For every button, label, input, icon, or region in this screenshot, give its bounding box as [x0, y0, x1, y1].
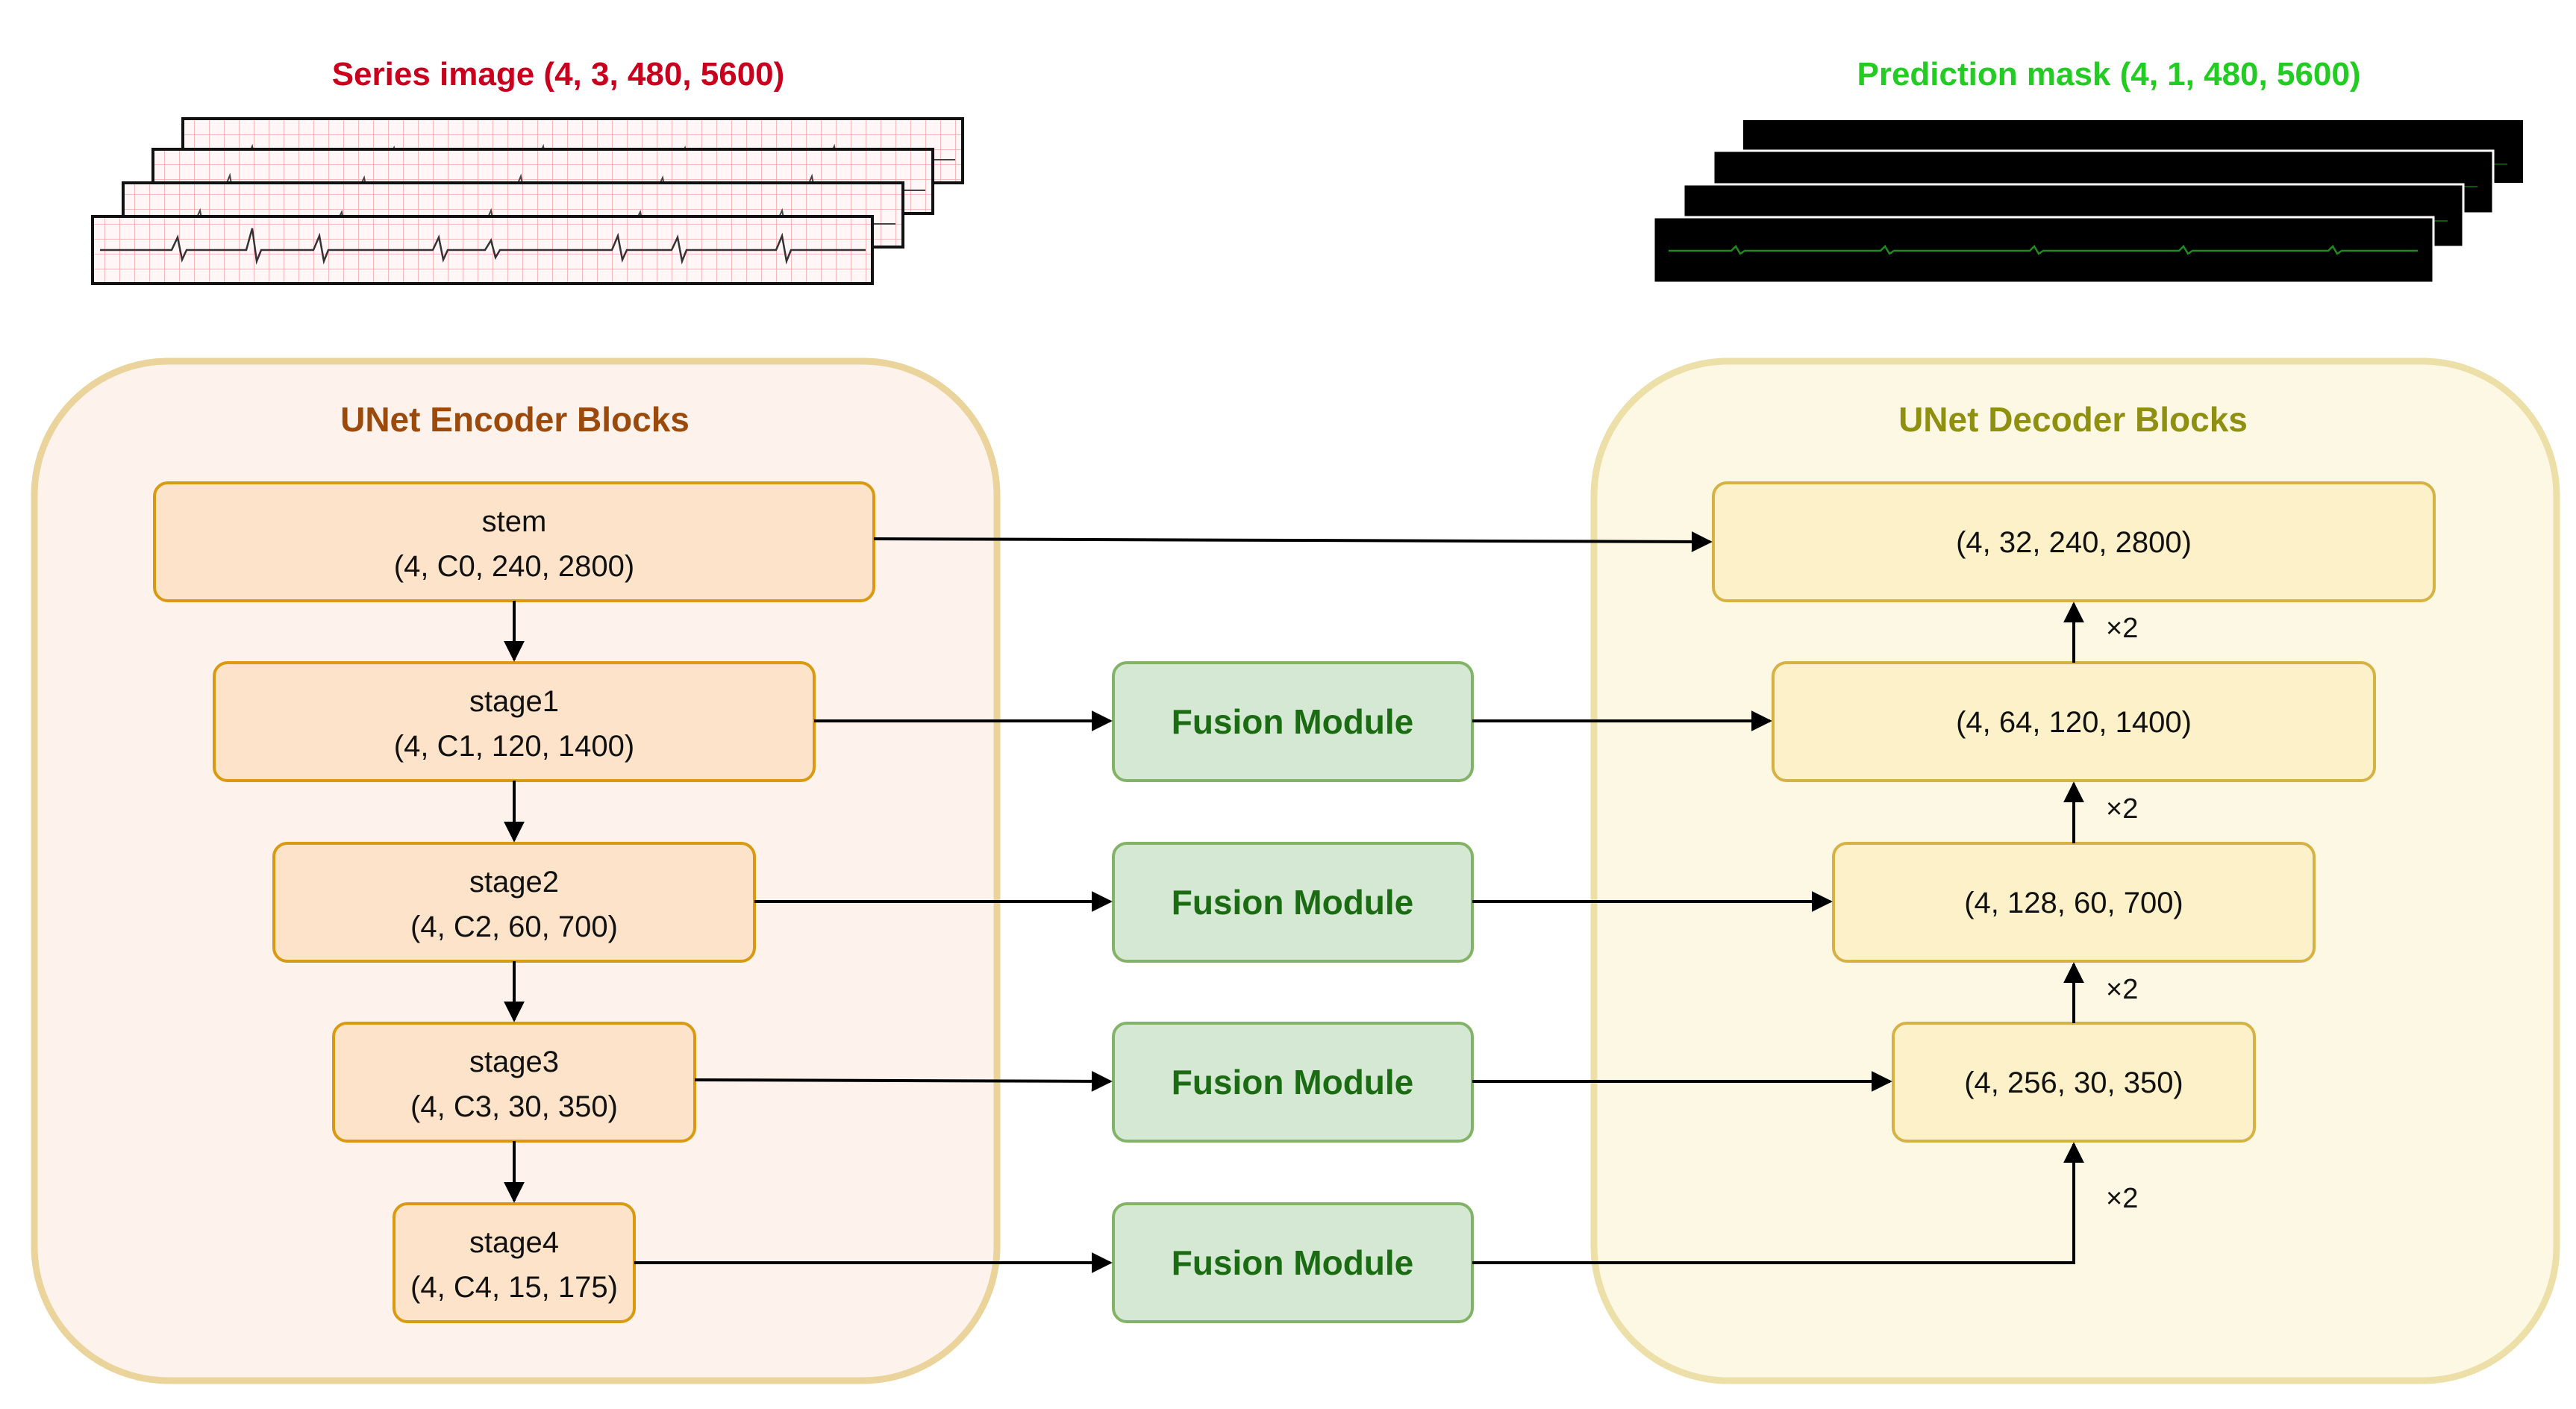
- encoder-block-name: stage4: [469, 1226, 559, 1259]
- encoder-panel-title: UNet Encoder Blocks: [340, 400, 690, 439]
- decoder-up-arrows: [1472, 602, 2084, 1264]
- fusion-module-1: Fusion Module: [1112, 661, 1474, 782]
- decoder-block-1: (4, 32, 240, 2800): [1712, 481, 2436, 602]
- encoder-block-stage3: stage3 (4, C3, 30, 350): [332, 1022, 696, 1143]
- fusion-module-4: Fusion Module: [1112, 1202, 1474, 1323]
- encoder-block-name: stage1: [469, 685, 559, 718]
- encoder-block-stage4: stage4 (4, C4, 15, 175): [393, 1202, 636, 1323]
- mask-image: [1652, 216, 2435, 284]
- decoder-panel-title: UNet Decoder Blocks: [1898, 400, 2248, 439]
- input-title: Series image (4, 3, 480, 5600): [332, 56, 785, 93]
- output-title: Prediction mask (4, 1, 480, 5600): [1857, 56, 2360, 93]
- encoder-block-name: stem: [482, 505, 547, 538]
- upsample-label: ×2: [2106, 974, 2138, 1005]
- decoder-block-shape: (4, 64, 120, 1400): [1956, 706, 2192, 739]
- output-mask-stack: [1652, 120, 2523, 284]
- encoder-block-stage2: stage2 (4, C2, 60, 700): [272, 842, 756, 963]
- fusion-module-3: Fusion Module: [1112, 1022, 1474, 1143]
- skip-arrows: [634, 531, 1892, 1273]
- upsample-label: ×2: [2106, 613, 2138, 644]
- decoder-block-3: (4, 128, 60, 700): [1832, 842, 2316, 963]
- ecg-image: [91, 215, 874, 285]
- decoder-block-shape: (4, 32, 240, 2800): [1956, 526, 2192, 559]
- encoder-block-shape: (4, C3, 30, 350): [410, 1090, 618, 1123]
- fusion-module-label: Fusion Module: [1172, 702, 1414, 741]
- encoder-block-stage1: stage1 (4, C1, 120, 1400): [213, 661, 816, 782]
- encoder-block-shape: (4, C2, 60, 700): [410, 910, 618, 943]
- fusion-module-label: Fusion Module: [1172, 883, 1414, 922]
- encoder-block-name: stage2: [469, 866, 559, 899]
- encoder-block-stem: stem (4, C0, 240, 2800): [153, 481, 875, 602]
- input-image-stack: [91, 117, 964, 285]
- decoder-block-4: (4, 256, 30, 350): [1892, 1022, 2256, 1143]
- upsample-label: ×2: [2106, 1183, 2138, 1214]
- encoder-block-shape: (4, C4, 15, 175): [410, 1271, 618, 1304]
- encoder-block-shape: (4, C1, 120, 1400): [394, 730, 634, 763]
- decoder-block-shape: (4, 128, 60, 700): [1964, 887, 2183, 919]
- encoder-block-name: stage3: [469, 1046, 559, 1078]
- fusion-module-label: Fusion Module: [1172, 1243, 1414, 1282]
- upsample-label: ×2: [2106, 793, 2138, 825]
- decoder-block-shape: (4, 256, 30, 350): [1964, 1066, 2183, 1099]
- encoder-block-shape: (4, C0, 240, 2800): [394, 550, 634, 583]
- fusion-module-2: Fusion Module: [1112, 842, 1474, 963]
- fusion-module-label: Fusion Module: [1172, 1063, 1414, 1102]
- decoder-block-2: (4, 64, 120, 1400): [1772, 661, 2376, 782]
